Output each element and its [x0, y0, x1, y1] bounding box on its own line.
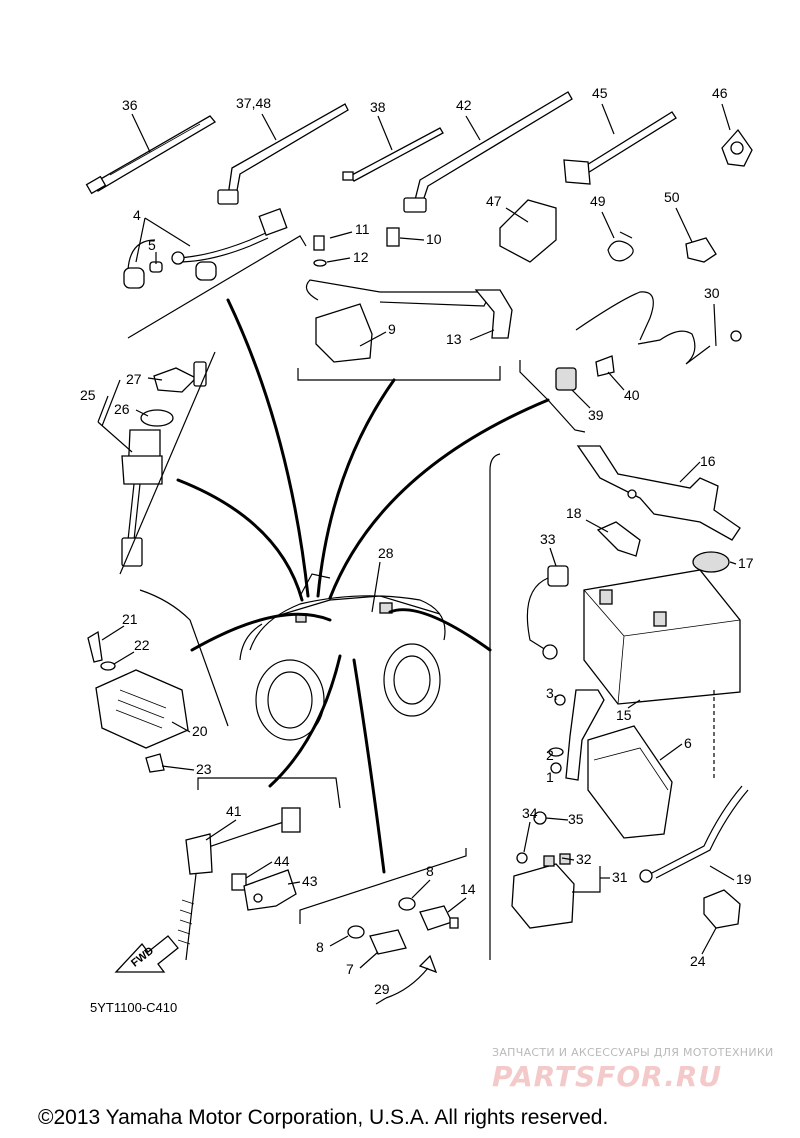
label-50: 50 [664, 189, 680, 205]
label-4: 4 [133, 207, 141, 223]
ignition-coil-group [297, 227, 513, 381]
holder-47 [499, 199, 557, 263]
label-45: 45 [592, 85, 608, 101]
sensor-lead-30 [575, 291, 742, 365]
label-44: 44 [274, 853, 290, 869]
label-2: 2 [546, 747, 554, 763]
label-11: 11 [355, 221, 370, 237]
label-18: 18 [566, 505, 582, 521]
label-10: 10 [426, 231, 442, 247]
minus-lead-19 [639, 785, 749, 883]
label-20: 20 [192, 723, 208, 739]
cable-tie-38 [342, 127, 444, 182]
cable-tie-36 [85, 115, 216, 195]
thermo-sensor-39 [555, 355, 615, 391]
label-8a: 8 [426, 863, 434, 879]
label-32: 32 [576, 851, 592, 867]
label-41: 41 [226, 803, 242, 819]
label-38: 38 [370, 99, 386, 115]
label-13: 13 [446, 331, 462, 347]
rectifier-regulator-group [87, 589, 229, 773]
label-3: 3 [546, 685, 554, 701]
copyright-notice: ©2013 Yamaha Motor Corporation, U.S.A. A… [38, 1106, 608, 1129]
ecu-6 [587, 725, 673, 839]
label-21: 21 [122, 611, 138, 627]
battery-cover-16 [576, 445, 741, 541]
main-switch-group [119, 351, 216, 575]
label-6: 6 [684, 735, 692, 751]
battery-lead-33 [526, 565, 569, 660]
label-31: 31 [612, 869, 628, 885]
cap-17 [692, 551, 730, 573]
label-7: 7 [346, 961, 354, 977]
cable-tie-45 [563, 111, 677, 185]
label-12: 12 [353, 249, 369, 265]
fuse-24 [703, 889, 741, 929]
watermark-site: PARTSFOR.RU [492, 1060, 722, 1093]
relay-31 [511, 811, 575, 929]
label-14: 14 [460, 881, 476, 897]
label-42: 42 [456, 97, 472, 113]
label-24: 24 [690, 953, 706, 969]
cable-tie-42 [403, 91, 573, 213]
label-34: 34 [522, 805, 538, 821]
neutral-switch-group [177, 777, 341, 961]
label-49: 49 [590, 193, 606, 209]
label-17: 17 [738, 555, 754, 571]
label-37-48: 37,48 [236, 95, 271, 111]
label-1: 1 [546, 769, 554, 785]
label-16: 16 [700, 453, 716, 469]
speed-sensor-group [123, 208, 307, 339]
label-26: 26 [114, 401, 130, 417]
label-39: 39 [588, 407, 604, 423]
clamp-50 [685, 237, 717, 263]
label-33: 33 [540, 531, 556, 547]
label-30: 30 [704, 285, 720, 301]
label-28: 28 [378, 545, 394, 561]
watermark-tagline: ЗАПЧАСТИ И АКСЕССУАРЫ ДЛЯ МОТОТЕХНИКИ [492, 1046, 774, 1059]
label-19: 19 [736, 871, 752, 887]
label-22: 22 [134, 637, 150, 653]
label-46: 46 [712, 85, 728, 101]
label-29: 29 [374, 981, 390, 997]
label-47: 47 [486, 193, 502, 209]
band-18 [596, 521, 641, 557]
label-27: 27 [126, 371, 142, 387]
atv-outline [239, 573, 446, 741]
starter-relay-bracket [548, 689, 605, 781]
label-25: 25 [80, 387, 96, 403]
battery-15 [583, 569, 741, 705]
label-35: 35 [568, 811, 584, 827]
label-15: 15 [616, 707, 632, 723]
label-5: 5 [148, 237, 156, 253]
label-36: 36 [122, 97, 138, 113]
label-43: 43 [302, 873, 318, 889]
label-9: 9 [388, 321, 396, 337]
label-23: 23 [196, 761, 212, 777]
fwd-arrow: FWD [114, 935, 179, 973]
diagram-code: 5YT1100-C410 [90, 1000, 177, 1015]
sensor-group-7-14 [299, 848, 467, 1005]
clamp-46 [721, 128, 753, 167]
label-8b: 8 [316, 939, 324, 955]
clip-49 [607, 231, 634, 262]
cable-tie-37-48 [217, 103, 349, 205]
label-40: 40 [624, 387, 640, 403]
